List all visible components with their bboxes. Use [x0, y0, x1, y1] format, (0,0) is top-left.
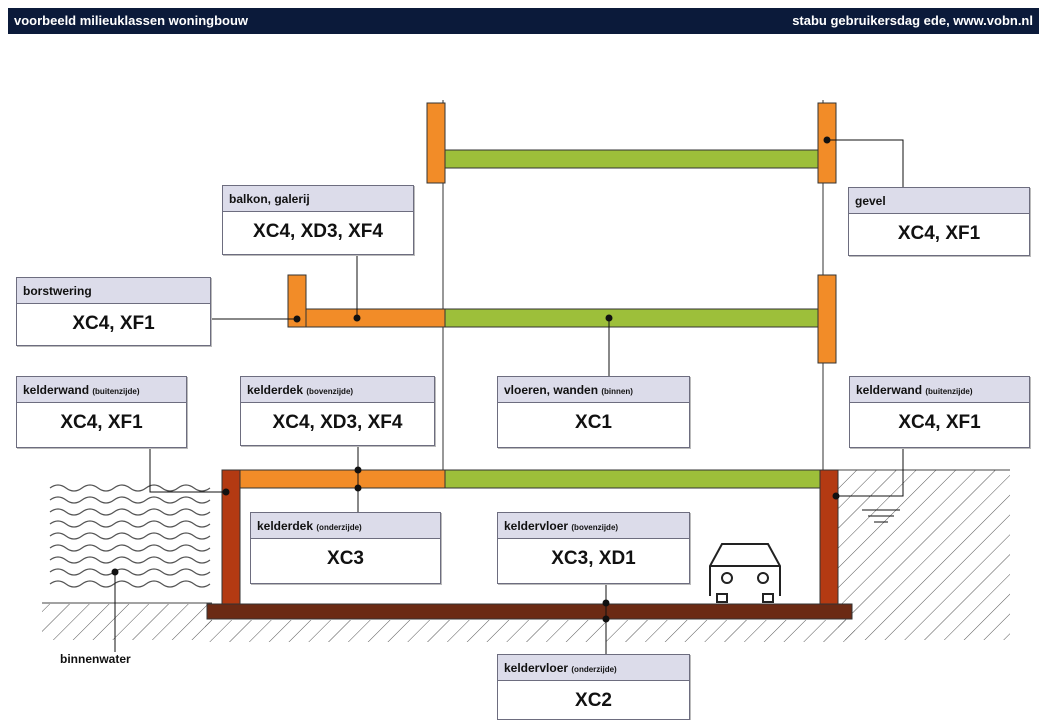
top-facade-left: [426, 102, 446, 184]
label-box-title: kelderdek: [257, 519, 314, 533]
label-box-header: kelderwand (buitenzijde): [850, 377, 1029, 403]
label-box-kelderwand-right: kelderwand (buitenzijde) XC4, XF1: [849, 376, 1030, 448]
leader-dots: [111, 136, 840, 623]
label-box-header: vloeren, wanden (binnen): [498, 377, 689, 403]
basement-floor-slab: [206, 603, 853, 620]
label-box-keldervloer-top: keldervloer (bovenzijde) XC3, XD1: [497, 512, 690, 584]
middle-facade-right: [817, 274, 837, 364]
label-box-subtitle: (bovenzijde): [306, 387, 354, 396]
label-box-value: XC4, XF1: [72, 313, 155, 334]
label-box-header: gevel: [849, 188, 1029, 214]
ground-hatch-icon: [42, 469, 1010, 642]
label-box-subtitle: (buitenzijde): [925, 387, 973, 396]
label-box-title: kelderwand: [856, 383, 923, 397]
label-box-header: kelderwand (buitenzijde): [17, 377, 186, 403]
label-box-header: borstwering: [17, 278, 210, 304]
basement-deck-interior: [444, 469, 821, 489]
water-waves-icon: [49, 484, 211, 588]
label-box-kelderwand-left: kelderwand (buitenzijde) XC4, XF1: [16, 376, 187, 448]
label-box-value: XC3, XD1: [551, 548, 636, 569]
label-box-kelderdek-top: kelderdek (bovenzijde) XC4, XD3, XF4: [240, 376, 435, 446]
label-box-kelderdek-bottom: kelderdek (onderzijde) XC3: [250, 512, 441, 584]
label-box-header: keldervloer (bovenzijde): [498, 513, 689, 539]
label-box-header: balkon, galerij: [223, 186, 413, 212]
label-box-borstwering: borstwering XC4, XF1: [16, 277, 211, 346]
balcony-slab: [305, 308, 446, 328]
label-box-balkon: balkon, galerij XC4, XD3, XF4: [222, 185, 414, 255]
label-box-title: balkon, galerij: [229, 192, 310, 206]
header-right-title: stabu gebruikersdag ede, www.vobn.nl: [792, 13, 1033, 28]
label-box-subtitle: (bovenzijde): [571, 523, 619, 532]
parapet: [287, 274, 307, 328]
label-box-subtitle: (binnen): [601, 387, 633, 396]
ground-symbol-icon: [862, 509, 900, 523]
label-box-vloeren: vloeren, wanden (binnen) XC1: [497, 376, 690, 448]
label-box-subtitle: (onderzijde): [571, 665, 617, 674]
label-box-title: kelderwand: [23, 383, 90, 397]
header-left-title: voorbeeld milieuklassen woningbouw: [14, 13, 249, 28]
label-box-subtitle: (buitenzijde): [92, 387, 140, 396]
label-box-value: XC4, XF1: [897, 223, 981, 244]
label-box-value: XC2: [575, 690, 612, 711]
header-bar: voorbeeld milieuklassen woningbouw stabu…: [8, 8, 1039, 34]
basement-deck-exterior: [239, 469, 446, 489]
label-box-subtitle: (onderzijde): [316, 523, 362, 532]
middle-floor-slab: [444, 308, 819, 328]
label-box-value: XC1: [575, 412, 612, 433]
label-box-header: kelderdek (bovenzijde): [241, 377, 434, 403]
label-box-value: XC3: [327, 548, 364, 569]
basement-wall-right: [819, 469, 839, 605]
label-box-title: borstwering: [23, 284, 92, 298]
label-box-value: XC4, XF1: [898, 412, 981, 433]
label-box-title: kelderdek: [247, 383, 304, 397]
top-floor-slab: [444, 149, 819, 169]
leader-lines: [114, 139, 904, 654]
binnenwater-label: binnenwater: [60, 652, 131, 666]
label-box-header: keldervloer (onderzijde): [498, 655, 689, 681]
label-box-header: kelderdek (onderzijde): [251, 513, 440, 539]
label-box-value: XC4, XD3, XF4: [272, 412, 403, 433]
label-box-gevel: gevel XC4, XF1: [848, 187, 1030, 256]
label-box-title: vloeren, wanden: [504, 383, 599, 397]
label-box-keldervloer-bottom: keldervloer (onderzijde) XC2: [497, 654, 690, 720]
label-box-value: XC4, XF1: [60, 412, 143, 433]
label-box-value: XC4, XD3, XF4: [253, 221, 383, 242]
label-box-title: keldervloer: [504, 661, 569, 675]
car-icon: [709, 543, 781, 603]
label-box-title: gevel: [855, 194, 886, 208]
label-box-title: keldervloer: [504, 519, 569, 533]
